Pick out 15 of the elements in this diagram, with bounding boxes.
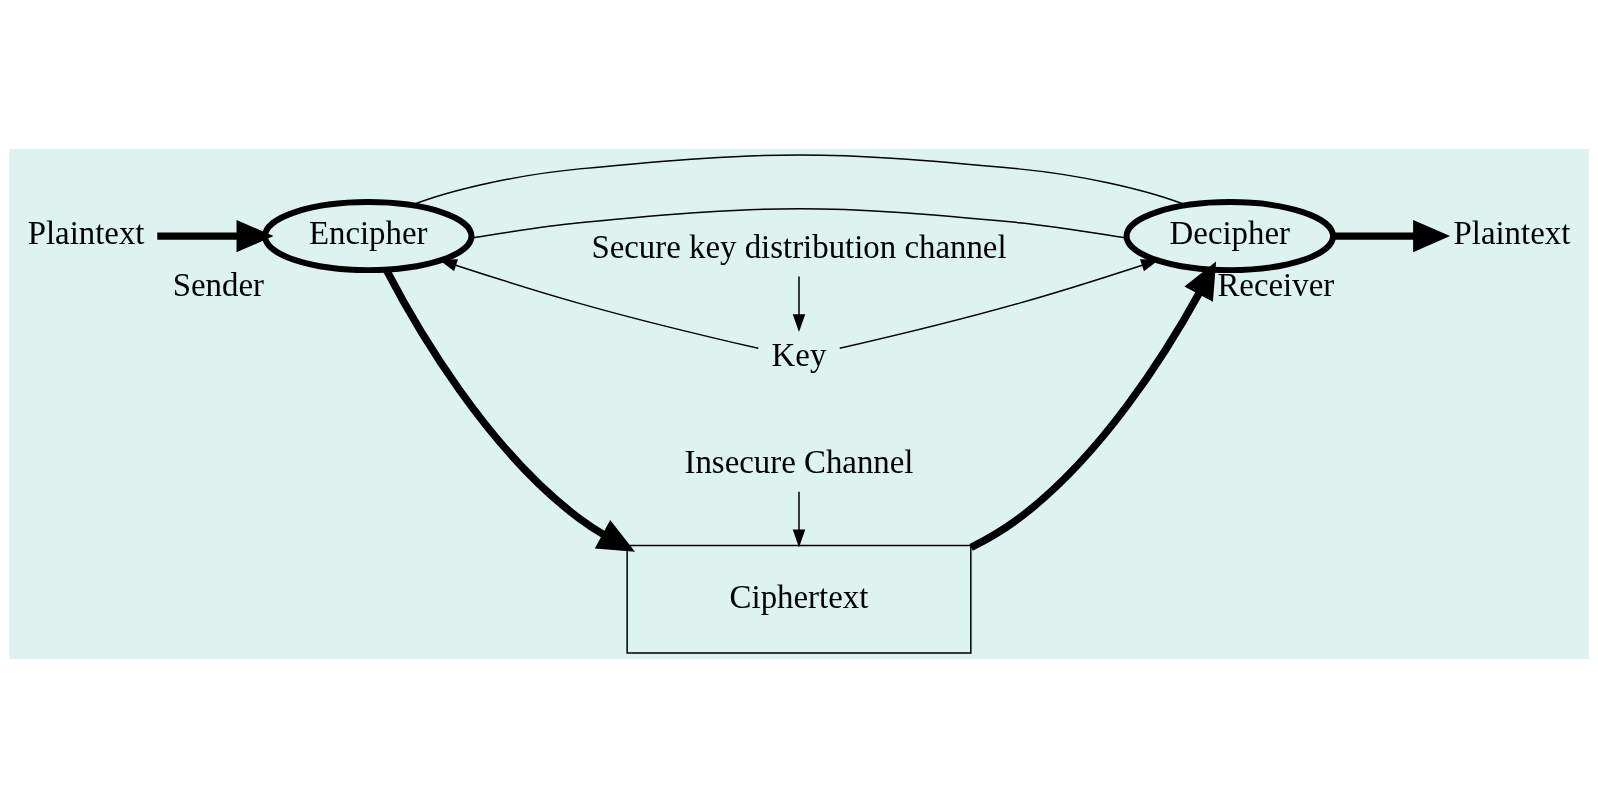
- arrow: [839, 258, 1159, 349]
- connector: [471, 207, 1127, 239]
- node-text: Plaintext: [27, 214, 145, 251]
- node-box: Ciphertext: [626, 544, 972, 654]
- arrow: [792, 275, 806, 332]
- node-text: Plaintext: [1453, 214, 1571, 251]
- node-text: Secure key distribution channel: [591, 228, 1007, 265]
- arrow: [792, 490, 806, 547]
- connector: [410, 153, 1188, 206]
- arrow: [969, 261, 1217, 551]
- node-label: Sender: [172, 266, 264, 303]
- arrow: [439, 258, 759, 349]
- arrow: [1333, 219, 1451, 252]
- node-text: Key: [771, 336, 827, 373]
- node-text: Insecure Channel: [684, 443, 914, 480]
